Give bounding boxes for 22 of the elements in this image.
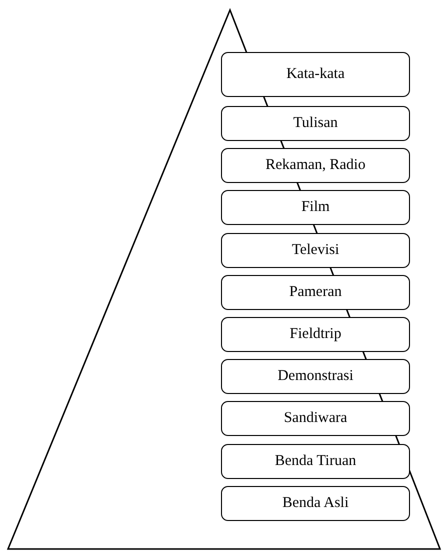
- level-box: [221, 190, 410, 226]
- level-label: Sandiwara: [284, 410, 348, 428]
- level-label: Benda Asli: [282, 494, 349, 512]
- level-label: Kata-kata: [286, 66, 345, 83]
- level-box: [221, 359, 410, 394]
- level-box: [221, 274, 410, 310]
- level-label: Tulisan: [293, 115, 338, 132]
- level-box: [221, 232, 410, 268]
- level-label: Film: [301, 199, 330, 216]
- level-label: Pameran: [289, 284, 342, 301]
- level-box: [221, 52, 410, 97]
- level-box: [221, 148, 410, 184]
- level-box: [221, 317, 410, 352]
- level-label: Demonstrasi: [278, 368, 354, 386]
- level-label: Fieldtrip: [290, 326, 342, 343]
- level-box: [221, 486, 410, 521]
- level-box: [221, 106, 410, 141]
- level-box: [221, 401, 410, 436]
- level-box: [221, 444, 410, 479]
- level-label: Rekaman, Radio: [266, 157, 366, 174]
- level-label: Televisi: [292, 242, 340, 259]
- level-label: Benda Tiruan: [274, 452, 356, 470]
